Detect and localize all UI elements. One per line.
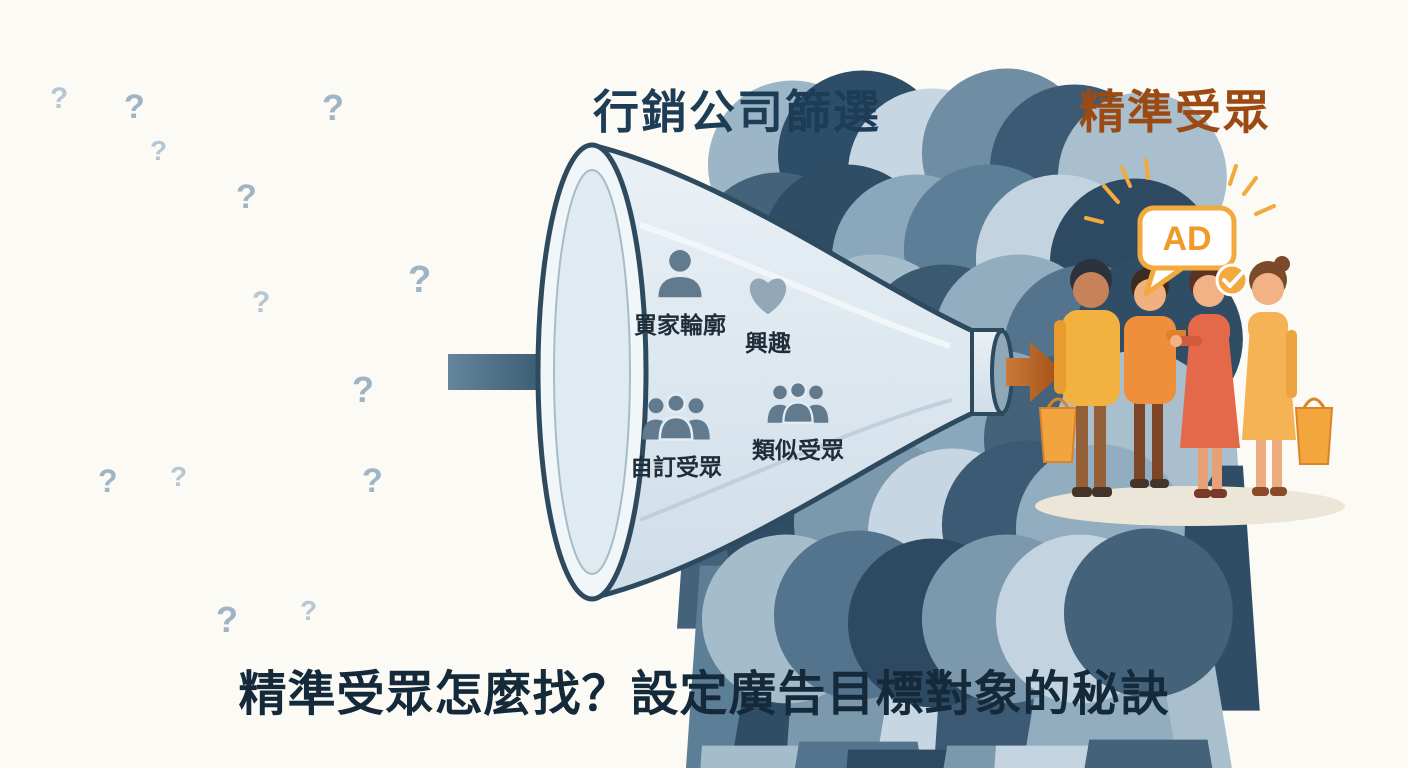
crowd-illustration: ? ? ? ? ? ? ? ? ? ? ? ? ? [50, 68, 1260, 768]
question-mark: ? [98, 463, 118, 499]
sparkle-rays-icon [1084, 158, 1276, 224]
ad-bubble: AD [1137, 205, 1249, 297]
question-mark: ? [236, 178, 257, 216]
question-mark: ? [362, 462, 383, 500]
funnel-item-custom-audience: 自訂受眾 [618, 392, 734, 482]
question-mark: ? [124, 88, 145, 126]
question-mark: ? [150, 135, 167, 166]
audience-person-1 [1038, 259, 1120, 497]
funnel-item-label: 興趣 [745, 330, 791, 356]
question-mark: ? [216, 599, 238, 640]
funnel-item-label: 買家輪廓 [634, 312, 726, 338]
audience-person-4 [1242, 256, 1334, 496]
funnel-item-lookalike-audience: 類似受眾 [736, 380, 860, 465]
custom-audience-icon [642, 393, 710, 441]
question-mark: ? [352, 369, 374, 410]
lookalike-audience-icon [767, 381, 829, 424]
funnel-item-label: 自訂受眾 [630, 454, 722, 480]
audience-title: 精準受眾 [1079, 86, 1271, 138]
question-mark: ? [300, 595, 317, 626]
question-mark: ? [170, 461, 187, 492]
page-caption: 精準受眾怎麼找？設定廣告目標對象的秘訣 [238, 668, 1170, 721]
question-mark: ? [322, 87, 344, 128]
question-mark: ? [50, 82, 68, 115]
funnel-item-label: 類似受眾 [752, 437, 844, 463]
question-mark: ? [408, 259, 431, 301]
check-circle-icon [1215, 263, 1249, 297]
funnel-item-interest: 興趣 [722, 272, 814, 358]
buyer-profile-icon [658, 250, 702, 298]
right-arrow [1006, 342, 1064, 402]
funnel-title: 行銷公司篩選 [593, 86, 881, 138]
question-mark: ? [252, 286, 270, 319]
interest-heart-icon [749, 278, 787, 315]
ad-label: AD [1162, 220, 1211, 258]
target-audience-illustration: AD [1035, 158, 1345, 526]
funnel-item-buyer-profile: 買家輪廓 [628, 246, 732, 340]
